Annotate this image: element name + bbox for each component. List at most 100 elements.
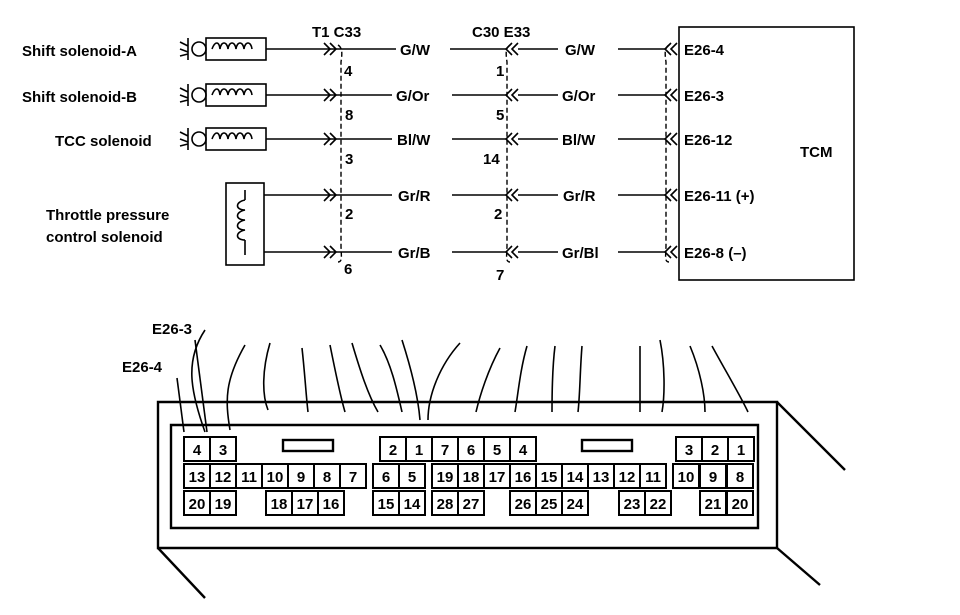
pin-number: 3 — [219, 442, 227, 459]
left-pin-3: 3 — [345, 151, 353, 168]
connector-right-label: C30 E33 — [472, 24, 530, 41]
pin-cell — [613, 463, 641, 489]
wire-label-3-right: Bl/W — [562, 132, 596, 149]
pin-cell — [701, 436, 729, 462]
pin-number: 15 — [378, 496, 395, 513]
right-pin-3: 14 — [483, 151, 500, 168]
pin-cell — [431, 436, 459, 462]
pin-number: 26 — [515, 496, 532, 513]
tcc-solenoid-label: TCC solenoid — [55, 133, 152, 150]
tcc-solenoid-symbol — [179, 127, 336, 151]
left-pin-2: 8 — [345, 107, 353, 124]
pin-cell — [398, 490, 426, 516]
pin-number: 24 — [567, 496, 584, 513]
pin-cell — [509, 490, 537, 516]
pin-number: 17 — [489, 469, 506, 486]
pin-cell — [699, 490, 727, 516]
callout-line-e26-3 — [194, 339, 208, 433]
left-connector-outline — [337, 44, 343, 263]
pin-number: 8 — [736, 469, 744, 486]
tcm-pin-3: E26-12 — [684, 132, 732, 149]
pin-number: 20 — [189, 496, 206, 513]
pin-number: 6 — [467, 442, 475, 459]
wire-label-4-right: Gr/R — [563, 188, 596, 205]
pin-cell — [209, 436, 237, 462]
pin-number: 5 — [493, 442, 501, 459]
right-pin-2: 5 — [496, 107, 504, 124]
pin-cell — [509, 463, 537, 489]
pin-cell — [727, 436, 755, 462]
pin-number: 3 — [685, 442, 693, 459]
callout-e26-4: E26-4 — [122, 359, 163, 376]
wire-label-5-left: Gr/B — [398, 245, 431, 262]
tcm-box — [678, 26, 855, 281]
pin-number: 10 — [267, 469, 284, 486]
pin-number: 21 — [705, 496, 722, 513]
pin-number: 18 — [271, 496, 288, 513]
pin-cell — [339, 463, 367, 489]
pin-number: 12 — [619, 469, 636, 486]
pin-number: 1 — [737, 442, 745, 459]
right-connector-outline — [505, 44, 511, 263]
pin-number: 9 — [709, 469, 717, 486]
shift-solenoid-a-label: Shift solenoid-A — [22, 43, 137, 60]
pin-number: 2 — [389, 442, 397, 459]
right-connector-arrows — [504, 42, 519, 259]
shift-solenoid-b-symbol — [179, 83, 336, 107]
pin-number: 15 — [541, 469, 558, 486]
wire-label-2-left: G/Or — [396, 88, 430, 105]
tcm-pin-4: E26-11 (+) — [684, 188, 754, 205]
left-pin-4: 2 — [345, 206, 353, 223]
tcm-pin-2: E26-3 — [684, 88, 724, 105]
pin-cell — [644, 490, 672, 516]
pin-number: 19 — [215, 496, 232, 513]
shift-solenoid-b-label: Shift solenoid-B — [22, 89, 137, 106]
callout-e26-3: E26-3 — [152, 321, 192, 338]
tcm-pin-5: E26-8 (–) — [684, 245, 747, 262]
throttle-label-2: control solenoid — [46, 229, 163, 246]
wire-label-1-right: G/W — [565, 42, 596, 59]
pin-number: 4 — [193, 442, 202, 459]
pin-number: 7 — [349, 469, 357, 486]
pin-numbers: 4 8 3 2 6 1 5 14 2 7 — [344, 63, 504, 284]
throttle-label-1: Throttle pressure — [46, 207, 169, 224]
pin-number: 20 — [732, 496, 749, 513]
pin-number: 22 — [650, 496, 667, 513]
pin-number: 4 — [519, 442, 528, 459]
pin-number: 28 — [437, 496, 454, 513]
shift-solenoid-a-symbol — [179, 37, 336, 61]
latch-slot-right — [580, 438, 634, 453]
pin-number: 13 — [593, 469, 610, 486]
pin-cell — [726, 463, 754, 489]
pin-number: 8 — [323, 469, 331, 486]
pin-cell — [618, 490, 646, 516]
pin-number: 6 — [382, 469, 390, 486]
tcm-pin-labels: E26-4 E26-3 E26-12 E26-11 (+) E26-8 (–) — [684, 42, 754, 262]
pin-cell — [483, 436, 511, 462]
pin-cell — [398, 463, 426, 489]
pin-cell — [379, 436, 407, 462]
right-pin-1: 1 — [496, 63, 504, 80]
pin-cell — [183, 490, 211, 516]
tcm-pin-1: E26-4 — [684, 42, 725, 59]
pin-number: 14 — [567, 469, 584, 486]
wire-label-2-right: G/Or — [562, 88, 596, 105]
pin-cell — [209, 490, 237, 516]
middle-wires — [336, 48, 506, 253]
pin-number: 16 — [323, 496, 340, 513]
pin-cell — [183, 436, 211, 462]
pin-cell — [561, 463, 589, 489]
wire-label-3-left: Bl/W — [397, 132, 431, 149]
pin-cell — [726, 490, 754, 516]
left-pin-5: 6 — [344, 261, 352, 278]
wire-label-4-left: Gr/R — [398, 188, 431, 205]
right-pin-5: 7 — [496, 267, 504, 284]
pin-cell — [405, 436, 433, 462]
pin-cell — [261, 463, 289, 489]
pin-cell — [535, 490, 563, 516]
tcm-label: TCM — [800, 144, 833, 161]
tcm-connector-outline — [664, 44, 670, 263]
